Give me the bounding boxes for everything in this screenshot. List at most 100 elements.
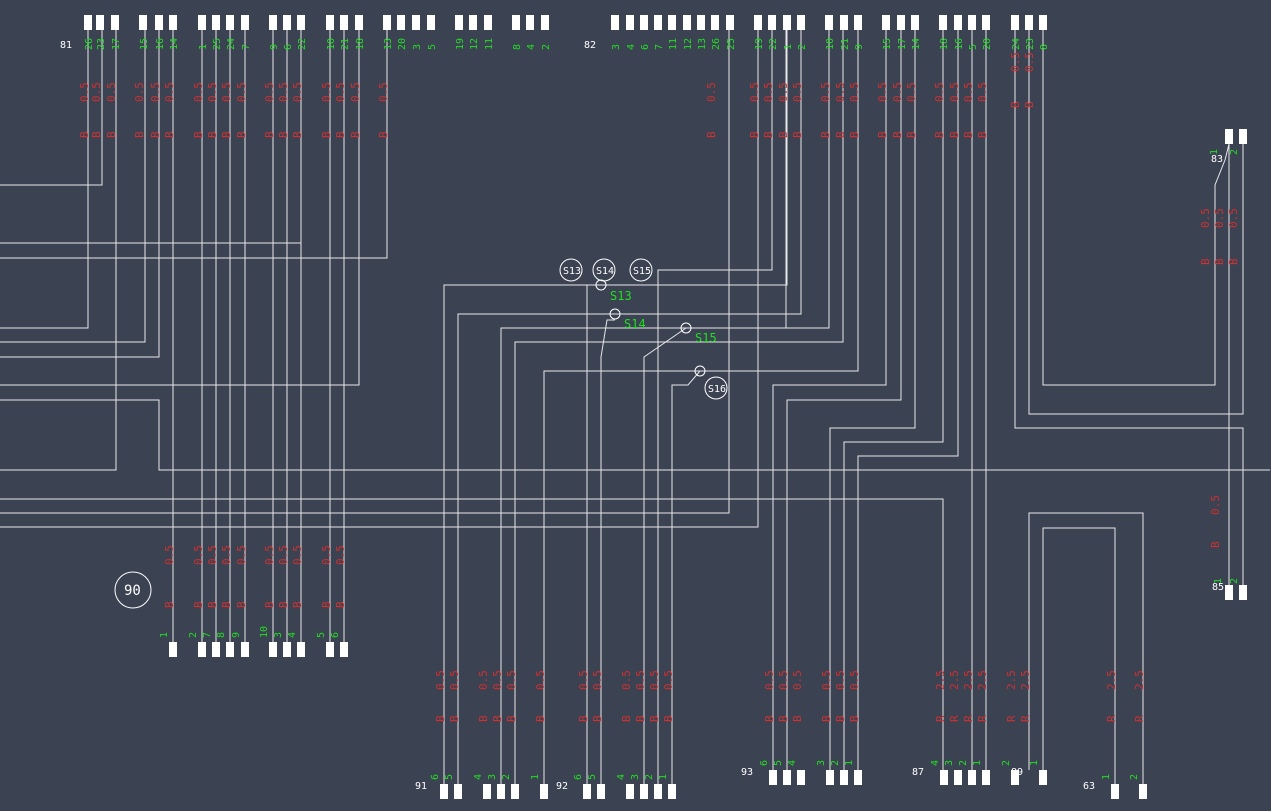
pin-label-82: 2 [797,44,808,50]
terminal-90-3 [283,642,291,657]
wire-spec-color: B [662,715,675,722]
terminal-91-3 [497,784,505,799]
pin-label-90: 7 [202,632,213,638]
wire-path [829,30,916,770]
terminal-90-7 [212,642,220,657]
wire-spec-color: B [78,131,91,138]
splice-s13-node [595,279,607,291]
terminal-82-21 [840,15,848,30]
terminal-81-11 [484,15,492,30]
pin-label-81: 3 [412,44,423,50]
terminal-93-2 [840,770,848,785]
wire-path [1028,512,1144,784]
terminal-82-22 [768,15,776,30]
wire-spec-section: 0.5 [192,545,205,565]
terminal-85-1 [1225,585,1233,600]
terminal-90-2 [198,642,206,657]
wire-spec-color: B [220,131,233,138]
splice-s14-label: S14 [624,317,646,331]
pin-label-82: 10 [825,38,836,50]
pin-label-82: 6 [640,44,651,50]
pin-label-93: 3 [816,760,827,766]
wire-spec-section: 0.5 [235,82,248,102]
pin-label-81: 23 [96,38,107,50]
wire-path [0,30,146,343]
connector-93-label: 93 [741,767,753,778]
terminal-81-13 [383,15,391,30]
wire-spec-section: 0.5 [133,82,146,102]
connector-89-label: 89 [1011,767,1023,778]
terminal-93-4 [797,770,805,785]
wire-spec-color: B [933,131,946,138]
terminal-93-6 [769,770,777,785]
terminal-81-19 [455,15,463,30]
wire-spec-color: B [133,131,146,138]
terminal-91-5 [454,784,462,799]
wire-spec-color: B [577,715,590,722]
wire-spec-section: 0.5 [105,82,118,102]
pin-label-92: 1 [658,774,669,780]
wire-path [1028,30,1244,415]
terminal-82-11 [668,15,676,30]
pin-label-91: 2 [501,774,512,780]
wire-spec-section: 0.5 [948,82,961,102]
pin-label-93: 2 [830,760,841,766]
pin-label-92: 6 [573,774,584,780]
pin-label-87: 4 [930,760,941,766]
wire-spec-color: B [763,715,776,722]
terminal-87-1 [982,770,990,785]
wire-spec-color: B [1199,258,1212,265]
wire-spec-color: B [263,601,276,608]
wire-spec-section: 0.5 [762,82,775,102]
wire-spec-section: 0.5 [291,545,304,565]
wire-spec-section: 0.5 [505,670,518,690]
pin-label-93: 5 [773,760,784,766]
terminal-81-18 [355,15,363,30]
terminal-81-17 [111,15,119,30]
terminal-82-20 [982,15,990,30]
wire-path [1042,30,1230,386]
wire-spec-section: 0.5 [320,545,333,565]
pin-label-90: 5 [316,632,327,638]
wire-spec-color: B [876,131,889,138]
pin-label-90: 6 [330,632,341,638]
wire-spec-color: B [163,601,176,608]
wire-spec-color: B [320,601,333,608]
pin-label-93: 6 [759,760,770,766]
terminal-90-8 [226,642,234,657]
wire-spec-section: 0.5 [876,82,889,102]
wire-spec-color: B [434,715,447,722]
terminal-91-2 [511,784,519,799]
terminal-92-3 [640,784,648,799]
wire-spec-section: 0.5 [220,82,233,102]
pin-label-81: 13 [383,38,394,50]
pin-label-92: 4 [616,774,627,780]
wire-spec-color: R [934,715,947,722]
pin-label-82: 3 [611,44,622,50]
wire-spec-section: 0.5 [206,82,219,102]
wire-spec-color: B [834,131,847,138]
wire-spec-color: B [220,601,233,608]
pin-label-81: 19 [455,38,466,50]
wire-spec-color: B [206,601,219,608]
pin-label-81: 22 [297,38,308,50]
wire-spec-section: 0.5 [705,82,718,102]
terminal-81-5 [427,15,435,30]
terminal-81-22 [297,15,305,30]
wire-spec-section: 0.5 [206,545,219,565]
wire-spec-color: R [976,715,989,722]
pin-label-82: 17 [897,38,908,50]
wire-spec-section: 2.5 [962,670,975,690]
wire-spec-color: B [235,601,248,608]
wire-path [615,30,802,315]
terminal-81-21 [340,15,348,30]
terminal-81-12 [469,15,477,30]
wire-spec-color: B [320,131,333,138]
pin-label-82: 16 [954,38,965,50]
terminal-81-8 [512,15,520,30]
wire-spec-color: B [820,715,833,722]
terminal-90-1 [169,642,177,657]
wire-path [543,370,700,784]
